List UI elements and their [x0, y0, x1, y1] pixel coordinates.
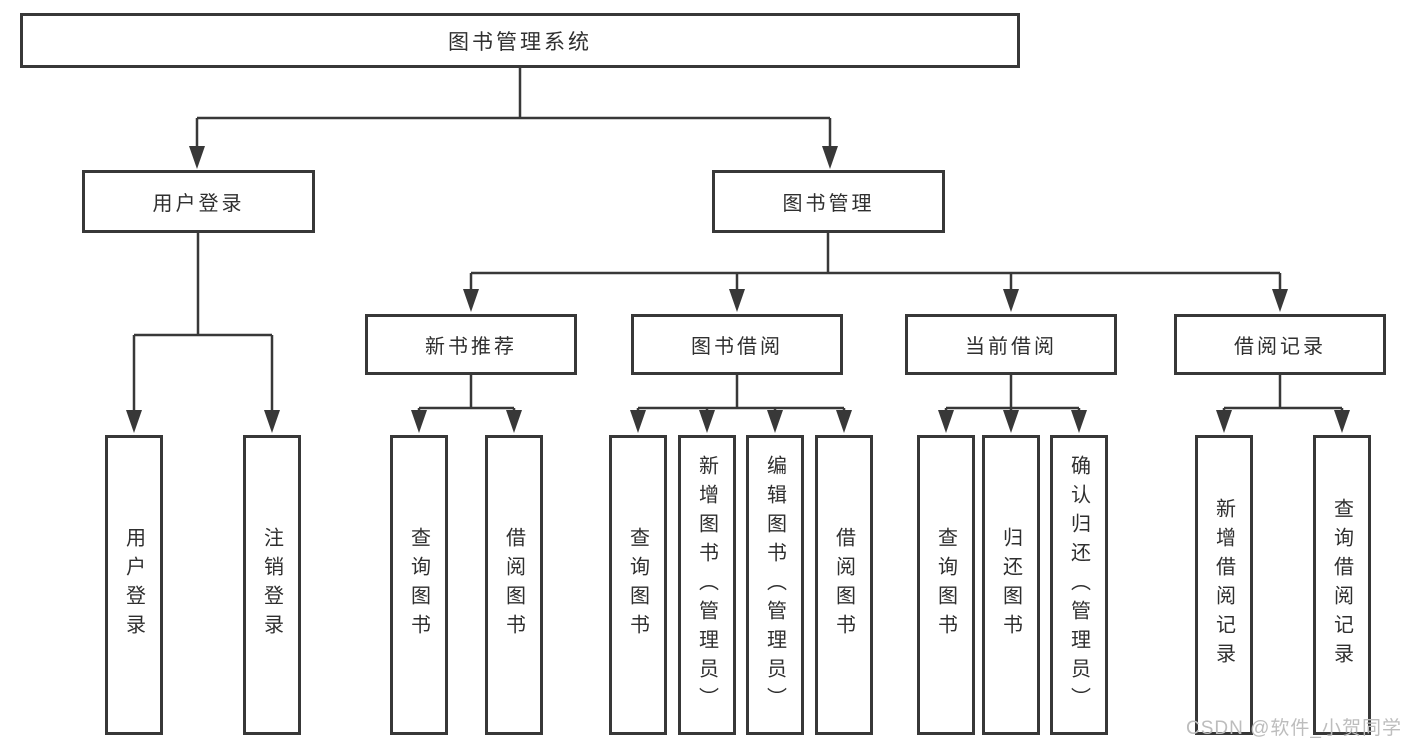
node-new-book-recommend: 新书推荐	[365, 314, 577, 375]
arrow-down-icon	[1003, 410, 1019, 433]
leaf-borrow-books-borrowing: 借阅图书	[815, 435, 873, 735]
arrow-down-icon	[822, 146, 838, 169]
arrow-down-icon	[1334, 410, 1350, 433]
arrow-down-icon	[729, 289, 745, 312]
arrow-down-icon	[411, 410, 427, 433]
arrow-down-icon	[938, 410, 954, 433]
leaf-edit-books-admin: 编辑图书（管理员）	[746, 435, 804, 735]
leaf-query-books-recommend: 查询图书	[390, 435, 448, 735]
leaf-add-books-admin: 新增图书（管理员）	[678, 435, 736, 735]
arrow-down-icon	[630, 410, 646, 433]
arrow-down-icon	[189, 146, 205, 169]
node-current-borrowing: 当前借阅	[905, 314, 1117, 375]
arrow-down-icon	[1003, 289, 1019, 312]
node-book-borrowing: 图书借阅	[631, 314, 843, 375]
arrow-down-icon	[264, 410, 280, 433]
node-user-login: 用户登录	[82, 170, 315, 233]
leaf-confirm-return-admin: 确认归还（管理员）	[1050, 435, 1108, 735]
arrow-down-icon	[1216, 410, 1232, 433]
leaf-user-login: 用户登录	[105, 435, 163, 735]
arrow-down-icon	[506, 410, 522, 433]
leaf-logout-login: 注销登录	[243, 435, 301, 735]
arrow-down-icon	[1272, 289, 1288, 312]
arrow-down-icon	[836, 410, 852, 433]
node-borrow-records: 借阅记录	[1174, 314, 1386, 375]
arrow-down-icon	[1071, 410, 1087, 433]
leaf-query-books-borrowing: 查询图书	[609, 435, 667, 735]
arrow-down-icon	[699, 410, 715, 433]
leaf-return-books: 归还图书	[982, 435, 1040, 735]
arrow-down-icon	[463, 289, 479, 312]
leaf-borrow-books-recommend: 借阅图书	[485, 435, 543, 735]
watermark: CSDN @软件_小贺同学	[1186, 718, 1402, 739]
arrow-down-icon	[767, 410, 783, 433]
leaf-query-books-current: 查询图书	[917, 435, 975, 735]
node-book-management: 图书管理	[712, 170, 945, 233]
arrow-down-icon	[126, 410, 142, 433]
leaf-add-borrow-record: 新增借阅记录	[1195, 435, 1253, 735]
node-library-management-system: 图书管理系统	[20, 13, 1020, 68]
leaf-query-borrow-record: 查询借阅记录	[1313, 435, 1371, 735]
